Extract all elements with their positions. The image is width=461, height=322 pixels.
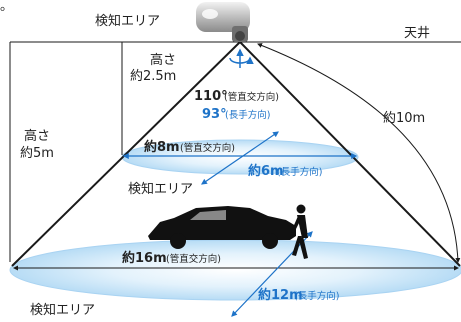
rotation-arrow-icon bbox=[229, 48, 254, 68]
mid-detection-caption: 検知エリア bbox=[128, 181, 193, 197]
floor-cross-note: (管直交方向) bbox=[166, 253, 221, 265]
walking-person-icon bbox=[291, 204, 308, 259]
full-height-label-line2: 約5m bbox=[20, 146, 54, 161]
floor-detection-caption: 検知エリア bbox=[30, 302, 95, 318]
mid-cross-note: (管直交方向) bbox=[180, 142, 235, 154]
sensor-light-icon bbox=[196, 2, 250, 42]
mid-long-value: 約6m bbox=[248, 163, 284, 179]
mid-cross-value: 約8m bbox=[144, 139, 180, 155]
angle-long-note: (長手方向) bbox=[225, 109, 270, 121]
angle-cross-value: 110° bbox=[194, 89, 228, 104]
mid-height-label-line2: 約2.5m bbox=[130, 69, 176, 84]
top-detection-caption: 検知エリア bbox=[95, 13, 160, 29]
mid-long-note: (長手方向) bbox=[277, 166, 322, 178]
mid-height-label-line1: 高さ bbox=[150, 52, 176, 68]
ceiling-label: 天井 bbox=[404, 26, 430, 41]
full-height-label-line1: 高さ bbox=[24, 128, 50, 144]
angle-long-value: 93° bbox=[202, 107, 227, 122]
top-fragment: 。 bbox=[0, 0, 13, 14]
floor-long-value: 約12m bbox=[258, 287, 303, 303]
mid-long-dimension bbox=[201, 131, 279, 185]
floor-detection-zone bbox=[9, 239, 461, 301]
car-icon bbox=[148, 206, 296, 240]
slant-distance-label: 約10m bbox=[383, 111, 425, 126]
angle-cross-note: (管直交方向) bbox=[224, 91, 279, 103]
floor-cross-value: 約16m bbox=[122, 250, 167, 266]
slant-distance-arc bbox=[257, 43, 461, 263]
floor-long-note: (長手方向) bbox=[294, 290, 339, 302]
